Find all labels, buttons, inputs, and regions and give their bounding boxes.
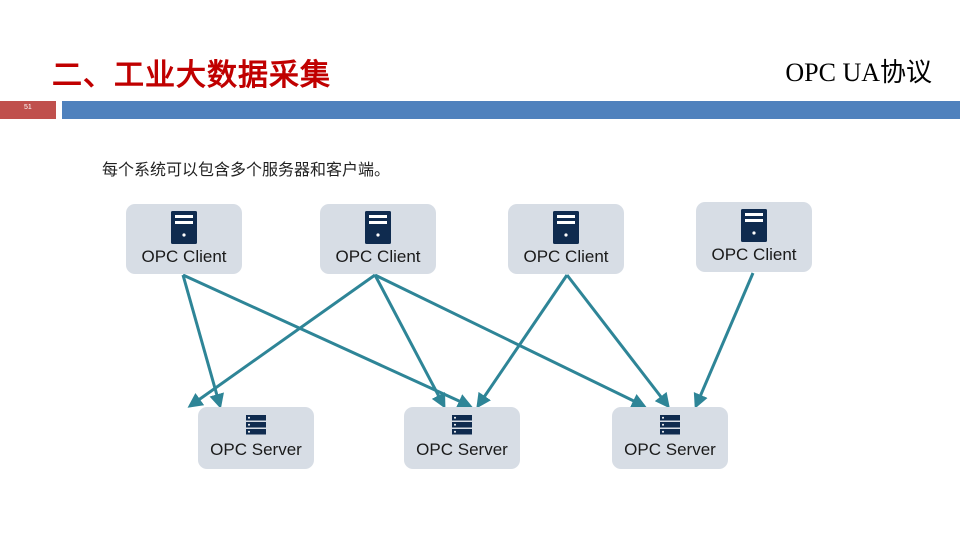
opc-server-node-3: OPC Server bbox=[612, 407, 728, 469]
opc-server-label: OPC Server bbox=[416, 440, 508, 459]
intro-text: 每个系统可以包含多个服务器和客户端。 bbox=[102, 160, 391, 179]
opc-server-node-1: OPC Server bbox=[198, 407, 314, 469]
opc-client-label: OPC Client bbox=[141, 247, 227, 266]
server-tower-icon bbox=[741, 209, 767, 242]
opc-client-node-1: OPC Client bbox=[126, 204, 242, 274]
server-tower-icon bbox=[553, 211, 579, 244]
connection-arrow-4 bbox=[373, 274, 446, 409]
server-rack-icon bbox=[452, 415, 472, 435]
connection-arrow-3 bbox=[187, 273, 376, 408]
slide-subject: OPC UA协议 bbox=[785, 58, 932, 87]
opc-client-node-2: OPC Client bbox=[320, 204, 436, 274]
opc-server-label: OPC Server bbox=[624, 440, 716, 459]
opc-client-label: OPC Client bbox=[335, 247, 421, 266]
opc-client-label: OPC Client bbox=[523, 247, 609, 266]
connection-arrow-5 bbox=[374, 273, 647, 408]
connection-arrow-1 bbox=[181, 274, 224, 409]
connection-arrow-6 bbox=[476, 274, 569, 409]
opc-server-node-2: OPC Server bbox=[404, 407, 520, 469]
opc-client-node-3: OPC Client bbox=[508, 204, 624, 274]
server-rack-icon bbox=[660, 415, 680, 435]
server-tower-icon bbox=[171, 211, 197, 244]
server-tower-icon bbox=[365, 211, 391, 244]
connection-arrow-7 bbox=[565, 274, 670, 409]
page-number: 51 bbox=[24, 104, 32, 111]
opc-client-node-4: OPC Client bbox=[696, 202, 812, 272]
header-divider-bar bbox=[62, 101, 960, 119]
connection-arrow-2 bbox=[182, 273, 473, 408]
opc-client-label: OPC Client bbox=[711, 245, 797, 264]
slide-title: 二、工业大数据采集 bbox=[52, 58, 331, 93]
opc-server-label: OPC Server bbox=[210, 440, 302, 459]
server-rack-icon bbox=[246, 415, 266, 435]
page-number-badge: 51 bbox=[0, 101, 56, 119]
connection-arrow-8 bbox=[693, 272, 755, 409]
